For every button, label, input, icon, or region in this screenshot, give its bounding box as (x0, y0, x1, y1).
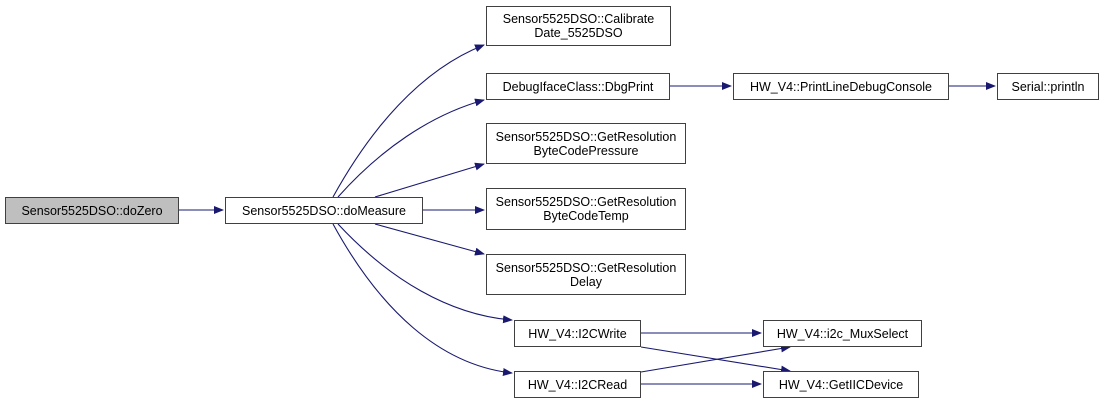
node-label-line: Delay (570, 274, 602, 289)
node-label-line: ByteCodeTemp (543, 209, 629, 223)
node-printline[interactable]: HW_V4::PrintLineDebugConsole (733, 73, 949, 100)
node-label-line: HW_V4::i2c_MuxSelect (776, 326, 909, 341)
node-label-line: Sensor5525DSO::Calibrate (502, 12, 655, 26)
node-i2cread[interactable]: HW_V4::I2CRead (514, 371, 641, 398)
node-label-line: HW_V4::I2CWrite (528, 326, 627, 341)
node-geticdev[interactable]: HW_V4::GetIICDevice (763, 371, 919, 398)
node-label-line: Sensor5525DSO::GetResolution (495, 260, 677, 275)
node-label-line: Sensor5525DSO::GetResolution (495, 195, 677, 209)
edge-doMeasure-to-i2cread (332, 223, 513, 376)
edge-doMeasure-to-calibrate (332, 44, 485, 198)
node-label-line: Serial::println (1011, 79, 1085, 94)
edge-doMeasure-to-resDelay (374, 223, 485, 256)
edge-doMeasure-to-i2cwrite (337, 223, 513, 324)
node-label-line: Sensor5525DSO::GetResolution (495, 129, 677, 144)
node-label-line: HW_V4::I2CRead (527, 377, 628, 392)
edge-i2cread-to-muxselect (640, 344, 791, 373)
node-label-line: Date_5525DSO (534, 26, 623, 40)
node-label-line: HW_V4::GetIICDevice (778, 377, 904, 392)
edge-doMeasure-to-dbgprint (337, 98, 485, 198)
node-label-line: ByteCodePressure (533, 143, 639, 158)
node-doZero: Sensor5525DSO::doZero (5, 197, 179, 224)
node-muxselect[interactable]: HW_V4::i2c_MuxSelect (763, 320, 922, 347)
node-label-line: HW_V4::PrintLineDebugConsole (749, 79, 933, 94)
node-i2cwrite[interactable]: HW_V4::I2CWrite (514, 320, 641, 347)
node-println[interactable]: Serial::println (997, 73, 1099, 100)
node-label-line: Sensor5525DSO::doMeasure (242, 203, 406, 218)
node-label-line: DebugIfaceClass::DbgPrint (502, 79, 654, 94)
edge-doMeasure-to-resPressure (374, 162, 485, 198)
node-doMeasure[interactable]: Sensor5525DSO::doMeasure (225, 197, 423, 224)
node-dbgprint[interactable]: DebugIfaceClass::DbgPrint (486, 73, 670, 100)
node-label-line: Sensor5525DSO::doZero (21, 203, 163, 218)
